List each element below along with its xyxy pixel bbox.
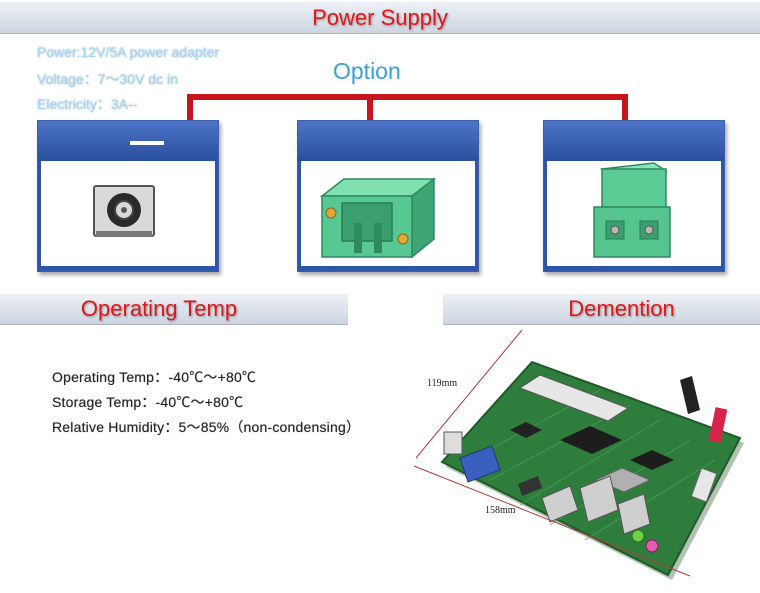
board-width-label: 158mm	[485, 505, 516, 516]
card-header	[544, 121, 724, 161]
option-wire-right	[622, 94, 628, 122]
card-header	[38, 121, 218, 161]
connector-card-pluggable-terminal	[297, 120, 479, 272]
connector-card-dc-jack	[37, 120, 219, 272]
card-header-dash	[130, 141, 164, 145]
card-border-bottom	[298, 266, 478, 271]
voltage-spec-line: Voltage：7～30V dc in	[37, 71, 178, 87]
power-spec-line: Power:12V/5A power adapter	[37, 44, 220, 60]
card-border-left	[38, 161, 41, 271]
option-wire-left	[187, 94, 193, 122]
power-supply-title: Power Supply	[312, 4, 448, 30]
humidity-line: Relative Humidity：5～85%（non-condensing）	[52, 419, 361, 435]
dimension-header: Demention	[443, 294, 760, 325]
dc-jack-icon	[93, 185, 155, 237]
option-label: Option	[333, 58, 401, 84]
terminal-block-horizontal-icon	[319, 177, 437, 259]
card-border-right	[215, 161, 218, 271]
storage-temp-line: Storage Temp：-40℃～+80℃	[52, 394, 244, 410]
operating-temp-line: Operating Temp：-40℃～+80℃	[52, 369, 257, 385]
terminal-block-vertical-icon	[593, 162, 671, 258]
motherboard-image	[413, 329, 744, 580]
option-wire-middle	[367, 94, 373, 122]
card-border-bottom	[544, 266, 724, 271]
dimension-title: Demention	[568, 296, 675, 321]
card-border-left	[298, 161, 301, 271]
card-border-right	[721, 161, 724, 271]
card-border-right	[475, 161, 478, 271]
board-height-label: 119mm	[427, 378, 458, 389]
option-wire-horizontal	[187, 94, 628, 100]
operating-temp-title: Operating Temp	[80, 296, 238, 321]
power-supply-header: Power Supply	[0, 2, 760, 34]
card-border-bottom	[38, 266, 218, 271]
card-border-left	[544, 161, 547, 271]
card-header	[298, 121, 478, 161]
electricity-spec-line: Electricity：3A--	[37, 96, 138, 112]
connector-card-screw-terminal	[543, 120, 725, 272]
operating-temp-header: Operating Temp	[0, 294, 348, 325]
